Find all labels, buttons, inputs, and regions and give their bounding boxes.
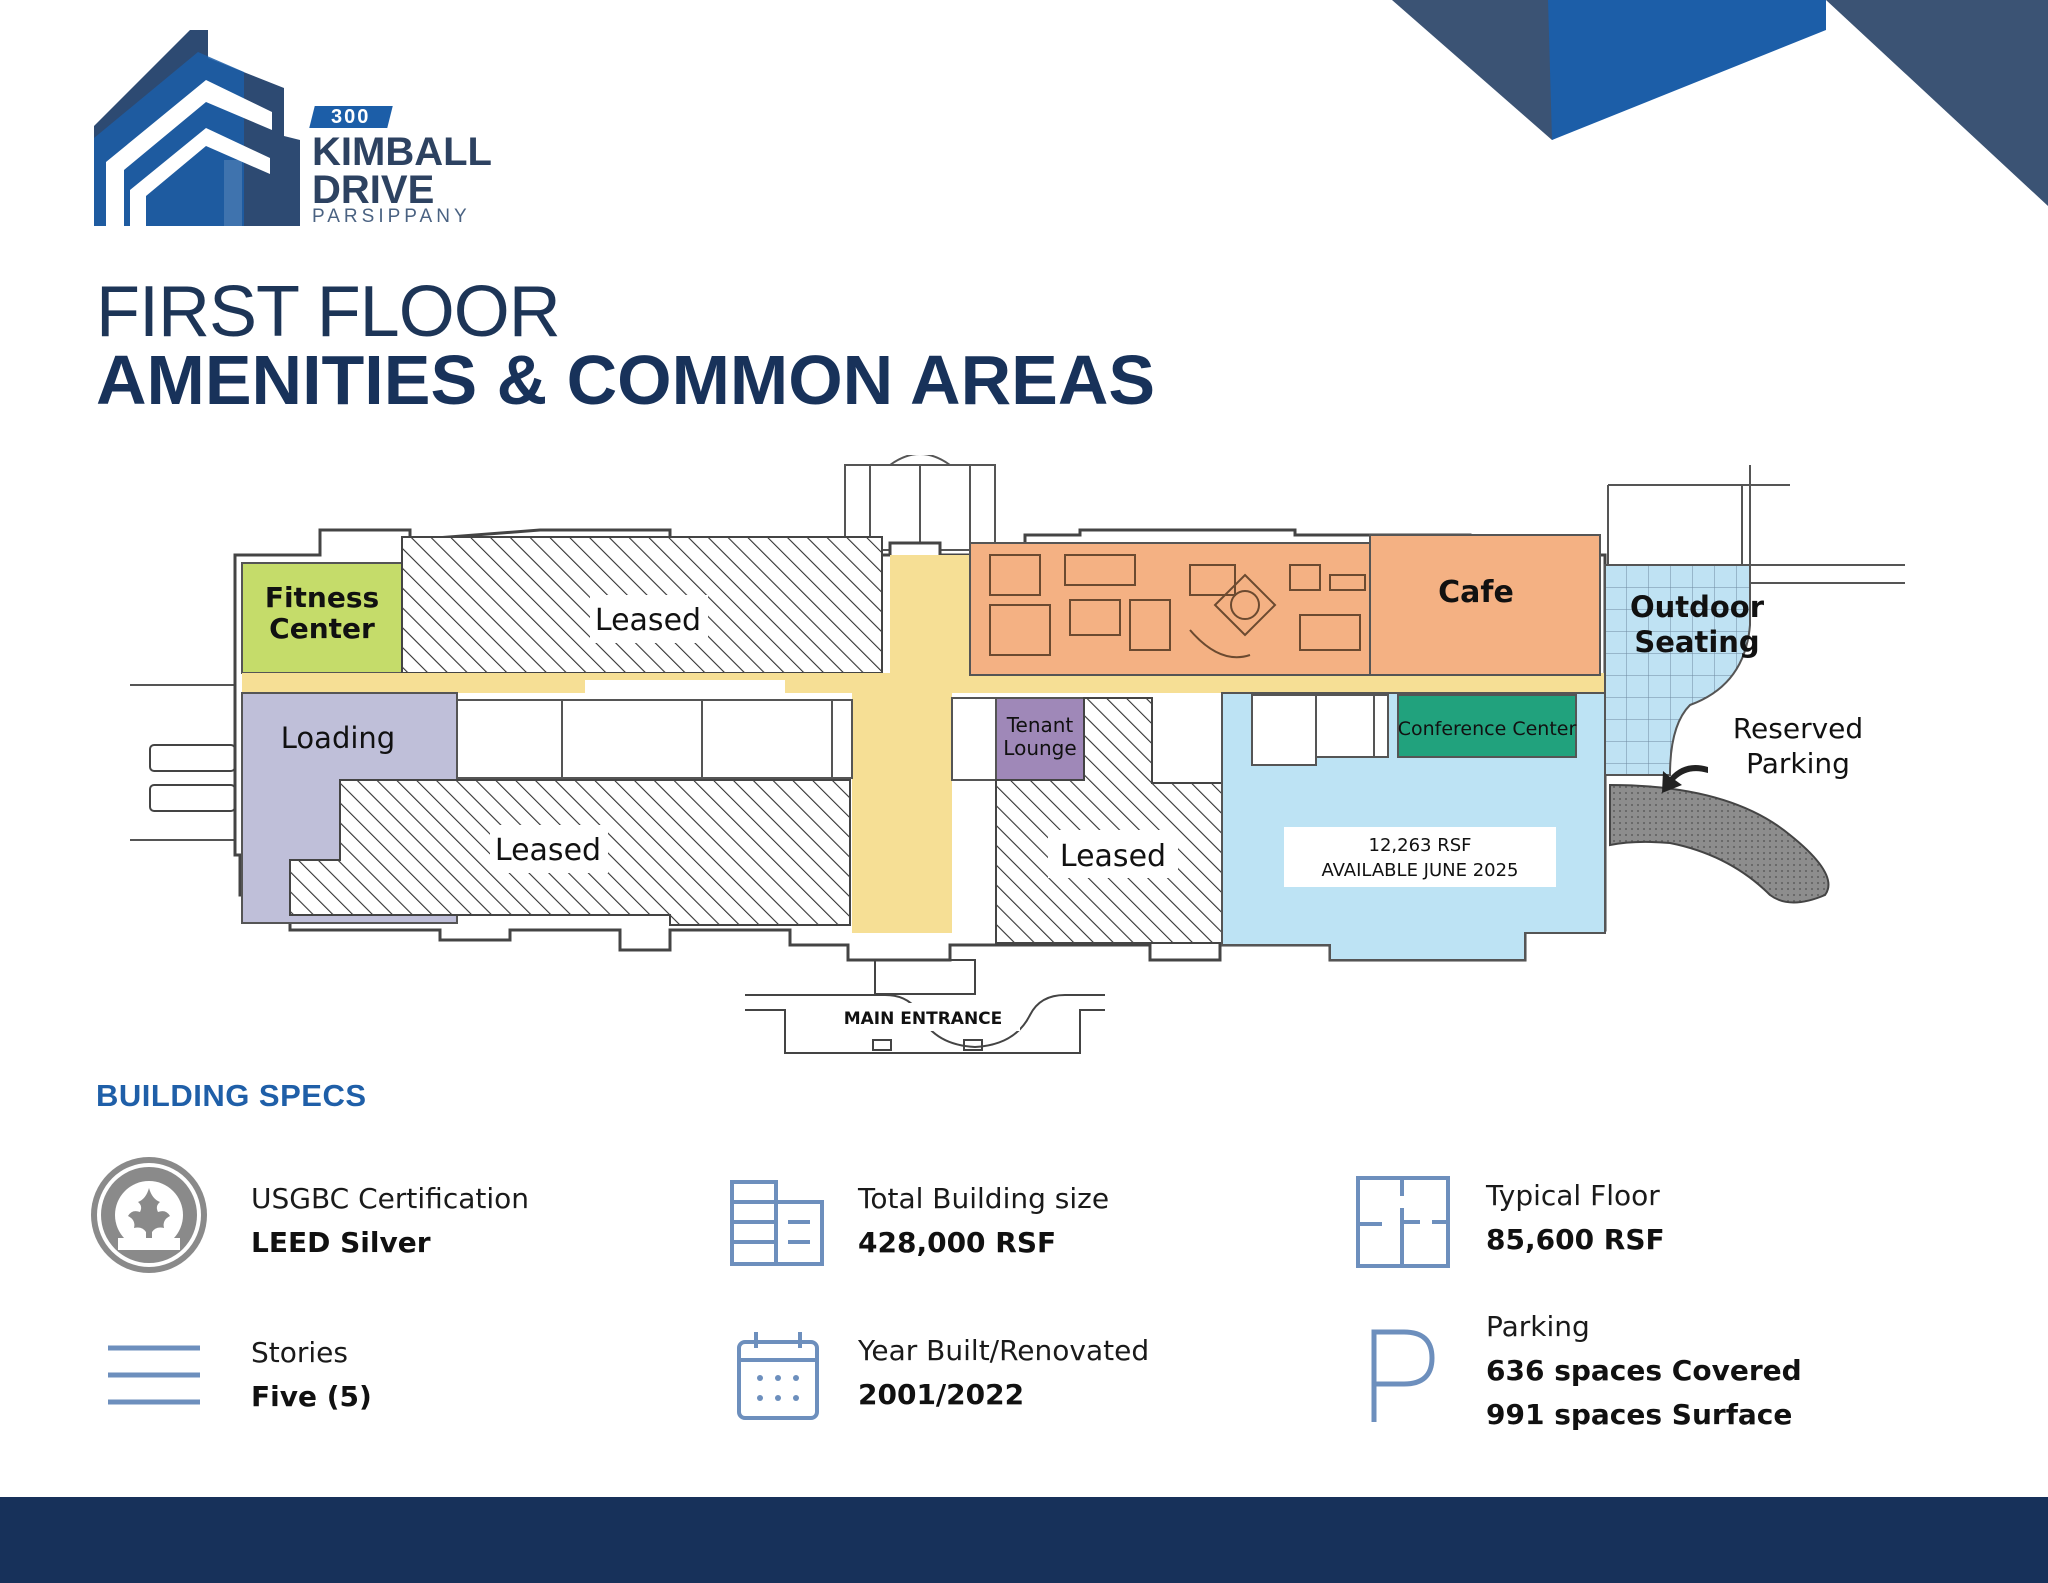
spec-value-parking-covered: 636 spaces Covered (1486, 1354, 1802, 1387)
cafe-room (1369, 534, 1601, 676)
spec-label-building-size: Total Building size (858, 1182, 1110, 1215)
central-corridor (852, 693, 952, 933)
leased-top-label: Leased (595, 603, 701, 638)
reserved-parking-label: Reserved (1733, 712, 1863, 745)
leased-bottom-mid-label-box (1048, 830, 1178, 878)
building-specs-heading: BUILDING SPECS (96, 1078, 367, 1113)
main-entrance-label: MAIN ENTRANCE (844, 1009, 1003, 1029)
spec-value-typical-floor: 85,600 RSF (1486, 1223, 1665, 1256)
calendar-icon (737, 1332, 819, 1420)
kitchen-fixtures (989, 554, 1366, 659)
page-title: FIRST FLOOR (96, 272, 561, 352)
spec-label-parking: Parking (1486, 1310, 1590, 1343)
first-floor-plan: Fitness Center Leased Loading Leased Ten… (130, 455, 1905, 1054)
fitness-center-label-2: Center (269, 612, 375, 645)
spec-label-typical-floor: Typical Floor (1486, 1179, 1660, 1212)
available-date-label: AVAILABLE JUNE 2025 (1321, 860, 1518, 881)
spec-label-year: Year Built/Renovated (858, 1334, 1150, 1367)
tenant-lounge-label: Tenant (1006, 713, 1074, 737)
logo-number-badge: 300 (309, 106, 393, 128)
parking-icon (1371, 1329, 1435, 1422)
elevator-core (951, 697, 997, 781)
spec-value-certification: LEED Silver (251, 1226, 431, 1259)
leased-top-label-box (590, 595, 708, 643)
outdoor-seating-label: Outdoor (1630, 590, 1765, 624)
leased-bottom-left-label-box (490, 825, 608, 873)
spec-label-stories: Stories (251, 1336, 348, 1369)
conference-center-label: Conference Center (1398, 718, 1577, 740)
service-core-east (1251, 694, 1389, 766)
loading-label: Loading (281, 721, 395, 755)
floor-plan-icon (1356, 1176, 1450, 1268)
spec-value-building-size: 428,000 RSF (858, 1226, 1057, 1259)
building-logo-mark (94, 30, 300, 226)
leed-badge-icon (91, 1157, 207, 1273)
site-lines (130, 465, 1905, 841)
leased-bottom-left-label: Leased (495, 833, 601, 868)
page-subtitle: AMENITIES & COMMON AREAS (96, 341, 1156, 419)
service-core-west (456, 699, 853, 779)
spec-value-stories: Five (5) (251, 1380, 372, 1413)
footer-bar (0, 1497, 2048, 1583)
corridor-gap (585, 680, 785, 698)
reserved-parking-arrow (1662, 764, 1708, 793)
conference-center-room (1397, 694, 1577, 758)
spec-value-year: 2001/2022 (858, 1378, 1025, 1411)
reserved-parking-drive (1609, 783, 1830, 904)
tenant-lounge-label-2: Lounge (1003, 736, 1076, 760)
available-label-box (1284, 827, 1556, 887)
logo-location: PARSIPPANY (312, 206, 471, 227)
fitness-center-label: Fitness (265, 581, 379, 614)
outdoor-seating-label-2: Seating (1634, 625, 1759, 659)
stories-icon (108, 1345, 200, 1405)
logo-line-1: KIMBALL (312, 130, 492, 174)
available-space-area (1221, 692, 1606, 961)
reserved-parking-label-2: Parking (1746, 747, 1850, 780)
fitness-center-room (241, 562, 403, 674)
building-size-icon (730, 1180, 824, 1266)
loading-bays (149, 744, 236, 812)
logo-number: 300 (331, 106, 371, 128)
leased-bottom-mid-area (995, 697, 1223, 944)
logo-line-2: DRIVE (312, 168, 435, 212)
available-rsf-label: 12,263 RSF (1369, 835, 1472, 856)
north-pavilion (844, 455, 996, 551)
spec-label-certification: USGBC Certification (251, 1182, 530, 1215)
main-entrance-label-box (830, 1003, 1020, 1031)
brand-logo: 300 KIMBALL DRIVE PARSIPPANY (94, 30, 504, 230)
main-corridor (242, 673, 1604, 693)
central-lobby (890, 555, 970, 675)
leased-bottom-mid-label: Leased (1060, 839, 1166, 874)
outdoor-seating-area (1604, 564, 1751, 776)
spec-value-parking-surface: 991 spaces Surface (1486, 1398, 1793, 1431)
cafe-label: Cafe (1438, 575, 1514, 610)
